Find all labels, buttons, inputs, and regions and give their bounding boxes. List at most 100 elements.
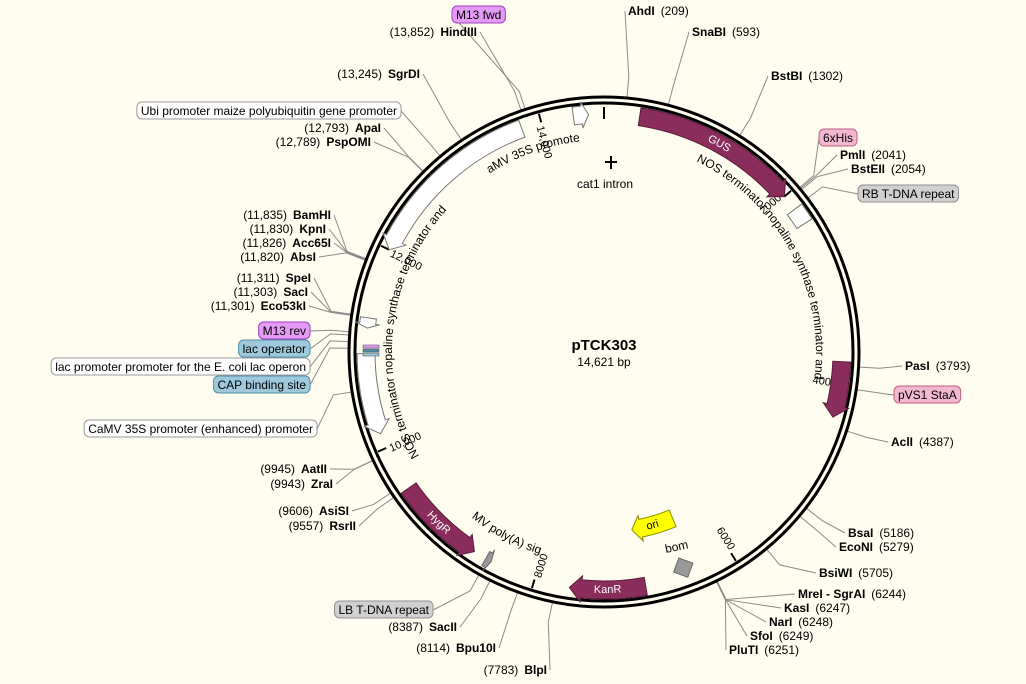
restriction-sites: AhdI(209)SnaBI(593)BstBI(1302)PmlI(2041)… xyxy=(211,4,971,677)
site-name: Acc65I xyxy=(292,236,331,250)
site-position: (9606) xyxy=(278,504,313,518)
site-leader xyxy=(335,460,373,485)
boxed-label-bg xyxy=(258,321,311,340)
site-position: (9943) xyxy=(270,477,305,491)
boxed-label-bg xyxy=(857,184,959,203)
site-position: (2041) xyxy=(871,148,906,162)
restriction-site: RsrII(9557) xyxy=(289,519,356,533)
boxed-label-bg xyxy=(334,600,434,619)
restriction-site: PasI(3793) xyxy=(905,359,970,373)
site-position: (8114) xyxy=(416,641,450,655)
site-position: (5186) xyxy=(879,526,914,540)
misc-features: bom cat1 intron xyxy=(362,156,694,578)
restriction-site: EcoNI(5279) xyxy=(839,540,914,554)
restriction-site: PspOMI(12,789) xyxy=(276,135,371,149)
feature-hygr xyxy=(400,482,475,557)
cat1-intron-mark xyxy=(605,156,617,169)
boxed-label: M13 fwd xyxy=(451,5,506,24)
boxed-label-leader xyxy=(432,575,480,611)
backbone-inner-ring xyxy=(353,101,855,603)
site-leader xyxy=(800,154,838,189)
boxed-label: 6xHis xyxy=(818,128,858,147)
site-name: EcoNI xyxy=(839,540,873,554)
site-position: (11,835) xyxy=(243,208,287,222)
boxed-label-text: LB T-DNA repeat xyxy=(339,603,430,617)
boxed-label-text: 6xHis xyxy=(823,131,853,145)
boxed-label-bg xyxy=(818,128,858,147)
lac-mark xyxy=(362,348,380,353)
restriction-site: BsaI(5186) xyxy=(848,526,914,540)
boxed-label-bg xyxy=(136,101,402,120)
site-name: ApaI xyxy=(355,121,381,135)
site-leader xyxy=(351,492,391,512)
cat1-intron-label: cat1 intron xyxy=(577,177,633,191)
site-position: (8387) xyxy=(388,620,423,634)
boxed-label: M13 rev xyxy=(258,321,311,340)
site-position: (11,301) xyxy=(211,299,255,313)
site-name: AbsI xyxy=(290,250,316,264)
restriction-site: ApaI (12,793) xyxy=(304,121,381,135)
site-leader xyxy=(318,252,366,261)
site-position: (6249) xyxy=(779,629,814,643)
boxed-label-text: RB T-DNA repeat xyxy=(862,187,955,201)
tick-mark xyxy=(783,189,792,198)
site-name: BsiWI xyxy=(819,566,852,580)
site-name: PspOMI xyxy=(326,135,371,149)
site-position: (11,820) xyxy=(240,250,284,264)
boxed-label-leader xyxy=(451,14,526,109)
bom-label: bom xyxy=(664,537,690,556)
site-position: (2054) xyxy=(891,162,926,176)
site-position: (209) xyxy=(661,4,689,18)
site-leader xyxy=(479,31,522,111)
site-name: BamHI xyxy=(293,208,331,222)
boxed-label-text: lac operator xyxy=(243,342,306,356)
boxed-label: CAP binding site xyxy=(213,375,311,394)
feature-nos-right xyxy=(822,360,852,418)
site-leader xyxy=(799,516,837,548)
site-name: BstBI xyxy=(771,69,802,83)
boxed-label-text: CaMV 35S promoter (enhanced) promoter xyxy=(88,422,313,436)
boxed-label: RB T-DNA repeat xyxy=(857,184,959,203)
site-name: SpeI xyxy=(286,271,311,285)
boxed-label-leader xyxy=(309,333,349,350)
site-position: (5705) xyxy=(858,566,893,580)
site-name: SgrDI xyxy=(388,67,420,81)
tick-mark xyxy=(537,113,543,123)
boxed-label-text: pVS1 StaA xyxy=(898,388,957,402)
site-leader xyxy=(859,365,903,369)
site-leader xyxy=(766,549,817,574)
restriction-site: AbsI (11,820) xyxy=(240,250,316,264)
site-name: MreI - SgrAI xyxy=(798,587,865,601)
backbone-outer-ring xyxy=(347,95,861,609)
restriction-site: BamHI (11,835) xyxy=(243,208,331,222)
lac-feature-marks xyxy=(362,344,380,357)
boxed-label-bg xyxy=(451,5,506,24)
boxed-label-leader xyxy=(309,329,349,333)
boxed-label-text: Ubi promoter maize polyubiquitin gene pr… xyxy=(141,104,397,118)
feature-nos-2100 xyxy=(786,203,813,230)
restriction-site: KasI(6247) xyxy=(784,601,850,615)
site-position: (12,793) xyxy=(304,121,349,135)
feature-kanr-label: KanR xyxy=(594,583,622,596)
boxed-label: pVS1 StaA xyxy=(893,385,962,404)
site-name: NarI xyxy=(769,615,792,629)
site-leader xyxy=(739,75,769,136)
site-name: SfoI xyxy=(750,629,773,643)
restriction-site: NarI(6248) xyxy=(769,615,833,629)
feature-camv-polya xyxy=(481,549,495,572)
site-leader xyxy=(498,592,518,649)
site-name: KasI xyxy=(784,601,809,615)
site-leader xyxy=(668,31,690,105)
site-leader xyxy=(801,168,849,190)
site-leader xyxy=(329,460,373,470)
site-leader xyxy=(328,228,366,260)
site-name: AatII xyxy=(301,462,327,476)
boxed-label: Ubi promoter maize polyubiquitin gene pr… xyxy=(136,101,402,120)
restriction-site: PmlI(2041) xyxy=(840,148,906,162)
tick-label: 6000 xyxy=(714,525,737,552)
site-name: SacII xyxy=(429,620,457,634)
boxed-label-leader xyxy=(799,137,820,188)
site-leader xyxy=(333,214,366,260)
feature-camv-enh xyxy=(356,352,391,435)
